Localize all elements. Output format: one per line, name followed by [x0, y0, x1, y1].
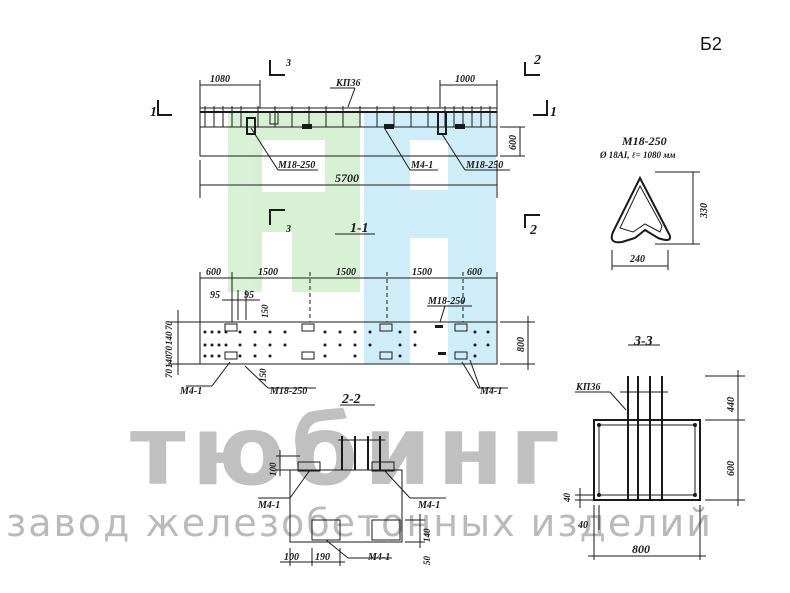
s11-callout-m18-top: М18-250 — [427, 296, 465, 307]
section-2-2-view — [258, 404, 446, 566]
section-3-3-outline — [593, 419, 701, 501]
dim-height: 600 — [508, 135, 519, 150]
s22-d100: 100 — [268, 462, 278, 476]
watermark-subtitle: завод железобетонных изделий — [6, 501, 713, 545]
section-mark-2-top: 2 — [533, 53, 541, 68]
section-3-3-title: 3-3 — [633, 334, 653, 349]
loop-detail — [610, 171, 700, 270]
section-mark-1-right: 1 — [550, 105, 557, 120]
loop-left — [246, 117, 256, 135]
section-mark-1-left: 1 — [150, 105, 157, 120]
s22-d140: 140 — [422, 528, 432, 542]
s11-height: 800 — [516, 337, 527, 352]
s11-callout-m4-right: М4-1 — [479, 386, 502, 397]
section-mark-3-bottom: 3 — [285, 224, 291, 235]
s22-bottom-dim-1: 100 — [284, 552, 299, 563]
s33-dim-40-bottom: 40 — [577, 520, 588, 531]
section-2-2-title: 2-2 — [341, 392, 361, 407]
callout-m4: М4-1 — [410, 160, 433, 171]
s22-callout-m4-right: М4-1 — [417, 500, 440, 511]
frame-label: КП36 — [335, 78, 361, 89]
loop-height: 330 — [699, 203, 710, 219]
callout-m18-left: М18-250 — [277, 160, 315, 171]
rebar-dots — [203, 330, 490, 358]
section-1-1-view — [168, 233, 535, 389]
watermark-logo — [228, 112, 496, 364]
watermark-company: тюбинг — [130, 395, 566, 507]
s11-left-3: 70 — [164, 346, 174, 356]
loop-width: 240 — [629, 254, 645, 265]
s22-callout-m4-left: М4-1 — [257, 500, 280, 511]
s11-d150a: 150 — [260, 304, 270, 318]
s11-dim-3: 1500 — [336, 267, 356, 278]
s22-callout-m4-bottom: М4-1 — [367, 552, 390, 563]
loop-spec: Ø 18AI, ℓ= 1080 мм — [599, 150, 676, 160]
sheet-label: Б2 — [700, 34, 722, 54]
s22-d50: 50 — [422, 556, 432, 566]
s11-d95a: 95 — [210, 290, 220, 301]
s11-left-5: 70 — [164, 369, 174, 379]
s11-callout-m4-left: М4-1 — [179, 386, 202, 397]
s11-left-2: 140 — [164, 331, 174, 345]
dim-left: 1080 — [210, 74, 230, 85]
s33-dim-40-side: 40 — [562, 493, 572, 504]
beam-outline — [199, 107, 498, 157]
s11-dim-1: 600 — [206, 267, 221, 278]
loop-title: М18-250 — [621, 134, 667, 148]
dim-total: 5700 — [335, 171, 359, 185]
s11-d150b: 150 — [258, 368, 268, 382]
s11-dim-4: 1500 — [412, 267, 432, 278]
frame-ticks — [204, 106, 491, 127]
s11-d95b: 95 — [244, 290, 254, 301]
section-3-3-view — [575, 344, 745, 560]
s33-dim-600: 600 — [726, 461, 737, 476]
section-1-1-outline — [199, 321, 498, 365]
section-mark-2-bottom: 2 — [529, 223, 537, 238]
s33-dim-440: 440 — [726, 397, 737, 413]
s22-bottom-dim-2: 190 — [315, 552, 330, 563]
s33-frame-label: КП36 — [575, 382, 601, 393]
s11-left-1: 70 — [164, 321, 174, 331]
elevation-view — [157, 60, 548, 228]
s11-dim-5: 600 — [467, 267, 482, 278]
section-1-1-title: 1-1 — [350, 221, 369, 236]
section-mark-3-top: 3 — [285, 58, 291, 69]
dim-right: 1000 — [455, 74, 475, 85]
s11-dim-2: 1500 — [258, 267, 278, 278]
callout-m18-right: М18-250 — [465, 160, 503, 171]
s11-left-4: 140 — [164, 354, 174, 368]
s11-callout-m18-bottom: М18-250 — [269, 386, 307, 397]
s33-width: 800 — [632, 542, 650, 556]
section-2-2-outline — [289, 469, 403, 543]
